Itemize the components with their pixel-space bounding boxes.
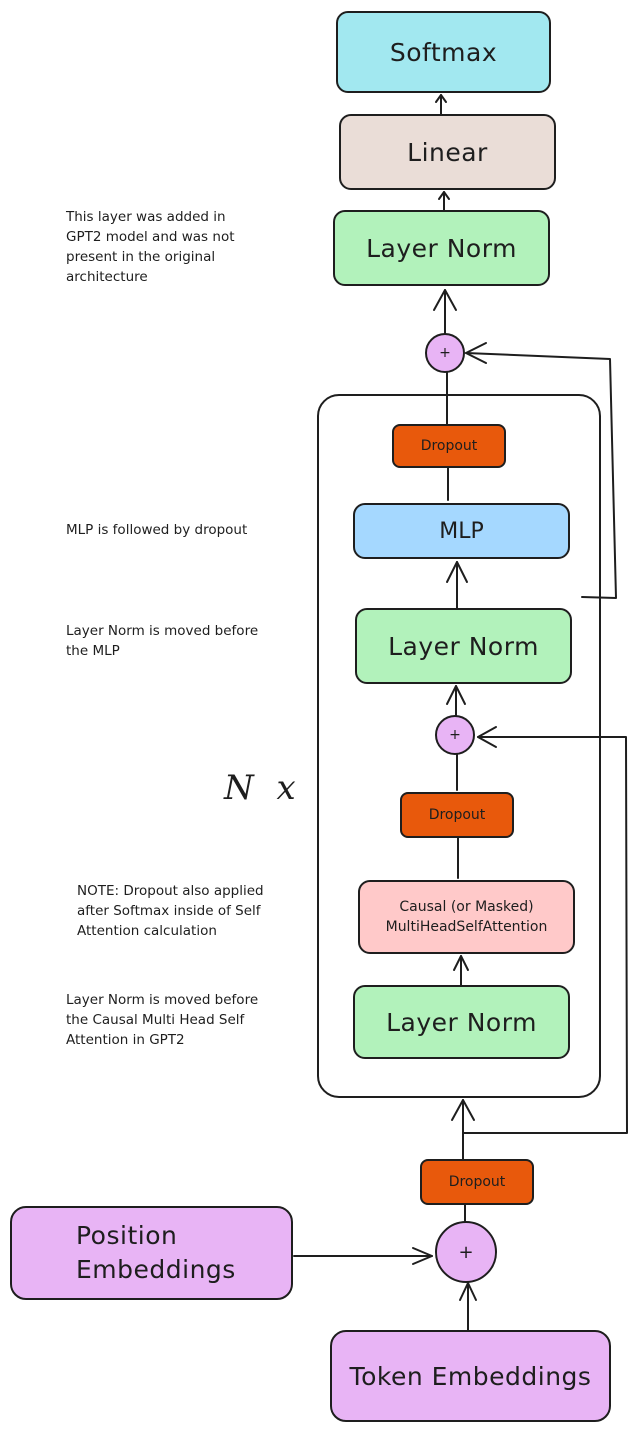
dropout-attention-label: Dropout (428, 807, 486, 823)
token-embeddings-block: Token Embeddings (330, 1330, 611, 1422)
layer-norm-attention-block: Layer Norm (353, 985, 570, 1059)
position-embeddings-label: Position Embeddings (76, 1221, 236, 1284)
mlp-label: MLP (439, 518, 484, 544)
layer-norm-attention-label: Layer Norm (386, 1007, 537, 1037)
note-final-layer-norm: This layer was added in GPT2 model and w… (66, 209, 235, 285)
position-embeddings-block: Position Embeddings (10, 1206, 293, 1300)
final-layer-norm-block: Layer Norm (333, 210, 550, 286)
note-layer-norm-attention: Layer Norm is moved before the Causal Mu… (66, 992, 259, 1048)
repeat-n-label: N x (224, 768, 302, 808)
dropout-mlp-label: Dropout (420, 438, 478, 454)
attention-label: Causal (or Masked) MultiHeadSelfAttentio… (385, 899, 548, 935)
dropout-mlp-block: Dropout (392, 424, 506, 468)
embedding-add: + (435, 1221, 497, 1283)
note-attention-dropout: NOTE: Dropout also applied after Softmax… (77, 883, 264, 939)
linear-label: Linear (407, 137, 488, 167)
residual-add-middle: + (435, 715, 475, 755)
dropout-embedding-block: Dropout (420, 1159, 534, 1205)
linear-block: Linear (339, 114, 556, 190)
note-mlp-dropout: MLP is followed by dropout (66, 522, 248, 538)
plus-symbol: + (439, 345, 451, 361)
attention-block: Causal (or Masked) MultiHeadSelfAttentio… (358, 880, 575, 954)
layer-norm-mlp-label: Layer Norm (388, 631, 539, 661)
token-embeddings-label: Token Embeddings (349, 1361, 592, 1391)
dropout-embedding-label: Dropout (448, 1174, 506, 1190)
softmax-block: Softmax (336, 11, 551, 93)
note-layer-norm-mlp: Layer Norm is moved before the MLP (66, 623, 259, 659)
softmax-label: Softmax (389, 37, 498, 67)
plus-symbol: + (458, 1241, 474, 1263)
final-layer-norm-label: Layer Norm (366, 233, 517, 263)
transformer-block-container (317, 394, 601, 1098)
layer-norm-mlp-block: Layer Norm (355, 608, 572, 684)
plus-symbol: + (449, 727, 461, 743)
dropout-attention-block: Dropout (400, 792, 514, 838)
mlp-block: MLP (353, 503, 570, 559)
residual-add-top: + (425, 333, 465, 373)
